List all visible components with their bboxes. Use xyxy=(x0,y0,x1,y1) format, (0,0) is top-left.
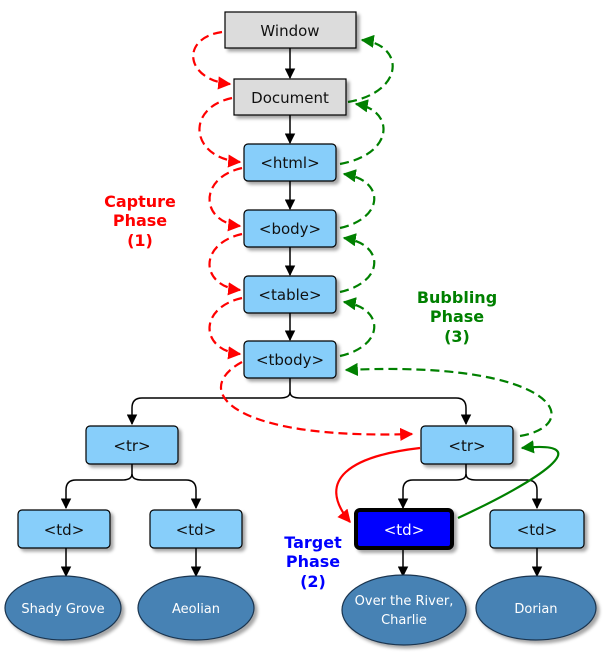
bubbling-arrows xyxy=(339,34,553,438)
node-tbody: <tbody> xyxy=(243,340,337,379)
node-td-target: <td> xyxy=(354,508,454,550)
node-window: Window xyxy=(224,11,357,49)
capture-arrows xyxy=(192,30,414,441)
leaf-over-the-river-label-2: Charlie xyxy=(381,613,427,628)
node-td-2-label: <td> xyxy=(176,521,217,539)
node-td-1: <td> xyxy=(17,509,111,549)
leaf-over-the-river-label-1: Over the River, xyxy=(355,594,454,609)
leaf-dorian: Dorian xyxy=(475,575,597,641)
capture-phase-line2: Phase xyxy=(113,211,167,230)
leaf-shady-grove: Shady Grove xyxy=(4,575,122,641)
node-td-4-label: <td> xyxy=(517,521,558,539)
leaf-dorian-label: Dorian xyxy=(514,602,557,617)
bubbling-phase-line3: (3) xyxy=(444,327,470,346)
node-html-label: <html> xyxy=(260,154,319,172)
node-tr-left: <tr> xyxy=(85,425,179,465)
target-phase-line1: Target xyxy=(284,533,342,552)
target-arrow xyxy=(335,446,421,524)
node-tr-right: <tr> xyxy=(420,425,514,465)
bubbling-phase-line2: Phase xyxy=(430,307,484,326)
capture-phase-line1: Capture xyxy=(104,192,176,211)
leaf-shady-grove-label: Shady Grove xyxy=(21,602,104,617)
leaf-aeolian-label: Aeolian xyxy=(172,602,220,617)
node-td-4: <td> xyxy=(489,509,585,549)
node-html: <html> xyxy=(243,143,337,182)
node-table: <table> xyxy=(243,275,337,314)
node-window-label: Window xyxy=(260,22,319,40)
node-td-1-label: <td> xyxy=(44,521,85,539)
capture-phase-label: Capture Phase (1) xyxy=(104,192,176,250)
bubbling-start-arrow xyxy=(457,440,560,519)
node-table-label: <table> xyxy=(258,286,321,304)
tree-edges xyxy=(60,48,543,578)
target-phase-line2: Phase xyxy=(286,552,340,571)
target-phase-label: Target Phase (2) xyxy=(284,533,342,591)
leaf-over-the-river: Over the River, Charlie xyxy=(341,574,467,646)
node-tr-right-label: <tr> xyxy=(448,437,485,455)
bubbling-phase-line1: Bubbling xyxy=(417,288,497,307)
node-tbody-label: <tbody> xyxy=(256,351,324,369)
capture-phase-line3: (1) xyxy=(127,231,153,250)
node-td-target-label: <td> xyxy=(384,521,425,539)
node-body-label: <body> xyxy=(259,220,321,238)
node-body: <body> xyxy=(243,209,337,248)
leaf-aeolian: Aeolian xyxy=(137,575,255,641)
target-phase-line3: (2) xyxy=(300,572,326,591)
node-td-2: <td> xyxy=(149,509,243,549)
node-document-label: Document xyxy=(251,89,329,107)
node-tr-left-label: <tr> xyxy=(113,437,150,455)
node-document: Document xyxy=(233,78,347,116)
bubbling-phase-label: Bubbling Phase (3) xyxy=(417,288,497,346)
